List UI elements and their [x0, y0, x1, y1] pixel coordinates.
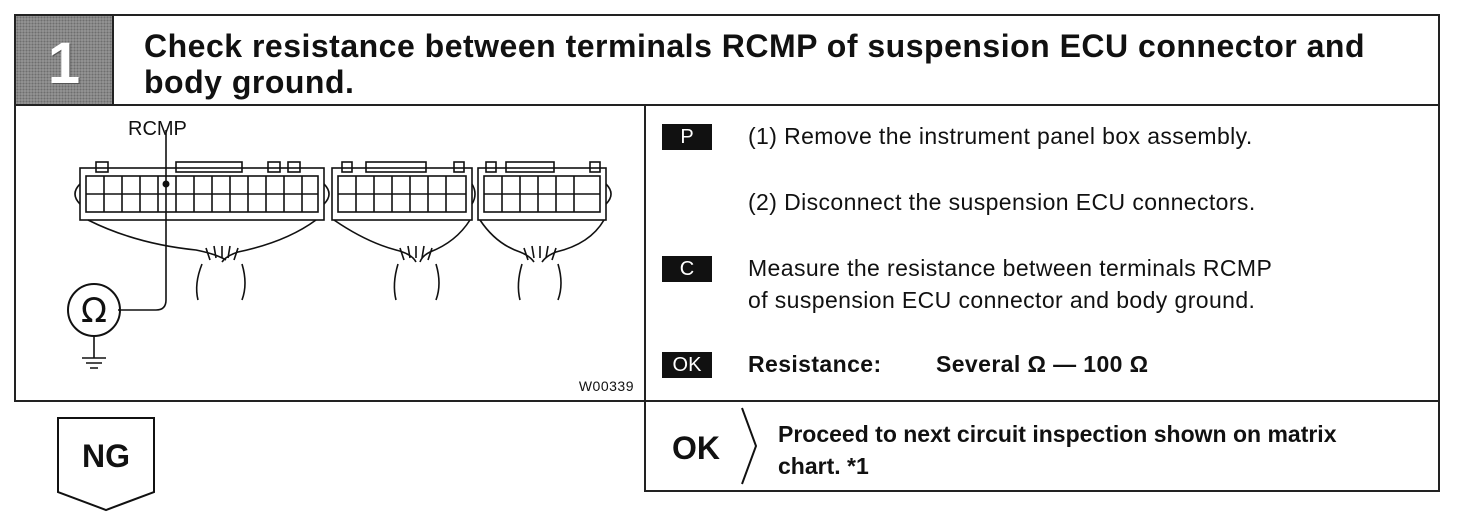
connector-right [477, 167, 607, 221]
check-line-1: Measure the resistance between terminals… [748, 255, 1273, 281]
ok-line-1: Proceed to next circuit inspection shown… [778, 421, 1337, 447]
ok-result: OK Proceed to next circuit inspection sh… [644, 402, 1440, 492]
tag-p: P [662, 124, 712, 150]
check-line-2: of suspension ECU connector and body gro… [748, 287, 1256, 313]
step-number-box: 1 [16, 16, 114, 104]
connector-illustration: Ω [67, 130, 612, 369]
step-header: 1 Check resistance between terminals RCM… [14, 14, 1440, 106]
tag-ok: OK [662, 352, 712, 378]
ok-label: OK [672, 430, 720, 466]
connector-middle [331, 167, 473, 221]
figure-code: W00339 [578, 378, 634, 394]
procedure-step-1: (1) Remove the instrument panel box asse… [748, 123, 1253, 149]
step-number: 1 [47, 31, 81, 96]
ok-instruction: Proceed to next circuit inspection shown… [778, 418, 1438, 482]
ng-arrow-shape [57, 417, 155, 512]
resistance-value: Several Ω — 100 Ω [936, 351, 1149, 377]
procedure-panel: P (1) Remove the instrument panel box as… [646, 104, 1440, 400]
rcmp-label: RCMP [128, 118, 187, 140]
connector-diagram: RCMP [16, 104, 646, 400]
ng-result: NG [56, 416, 156, 512]
ohm-symbol: Ω [81, 291, 107, 331]
ok-line-2: chart. *1 [778, 453, 869, 479]
rcmp-terminal-dot [162, 180, 170, 188]
resistance-label: Resistance: [748, 351, 882, 377]
tag-c: C [662, 256, 712, 282]
main-panel: RCMP [14, 104, 1440, 402]
step-title: Check resistance between terminals RCMP … [144, 28, 1365, 100]
ng-label: NG [82, 438, 130, 474]
ground-icon [82, 336, 106, 369]
connector-left [79, 167, 325, 221]
procedure-step-2: (2) Disconnect the suspension ECU connec… [748, 189, 1256, 215]
ok-chevron-icon [741, 407, 758, 485]
